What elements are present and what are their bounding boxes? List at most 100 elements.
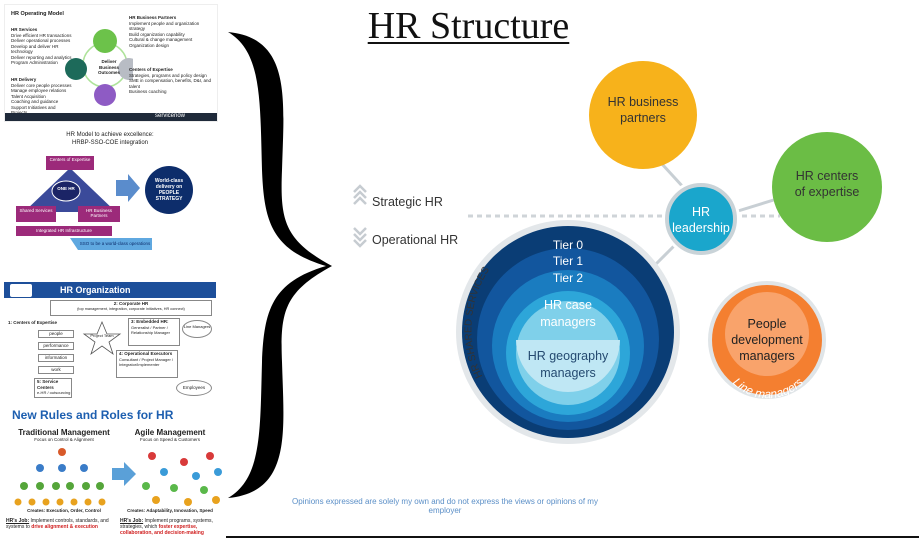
coe-item: information xyxy=(38,354,74,362)
thumbnail-excellence: HR Model to achieve excellence: HRBP-SSO… xyxy=(4,126,216,274)
project-star-icon xyxy=(82,320,122,356)
agile-sub: Focus on Speed & Customers xyxy=(139,437,201,442)
embedded-sub: Generalist / Partner / Relationship Mana… xyxy=(131,324,170,336)
traditional-job: HR's Job: Implement controls, standards,… xyxy=(6,518,114,530)
coe-circle xyxy=(772,132,882,242)
shared-label: Shared Services xyxy=(19,208,53,213)
people-dev-circle xyxy=(725,292,809,376)
embedded-box: 3: Embedded HR: Generalist / Partner / R… xyxy=(128,318,180,346)
disclaimer-text: Opinions expressed are solely my own and… xyxy=(292,497,598,515)
delivery-item: Coaching and guidance xyxy=(11,99,59,104)
corporate-label: 2: Corporate HR xyxy=(113,301,149,306)
thumb-title: New Rules and Roles for HR xyxy=(12,408,174,422)
corporate-sub: (top management, integration, corporate … xyxy=(77,306,185,311)
partners-item: Build organization capability xyxy=(129,31,185,37)
header-bar xyxy=(4,282,216,298)
leadership-label-2: leadership xyxy=(672,221,730,235)
job-emphasis: foster expertise, collaboration, and dec… xyxy=(120,524,204,536)
coe-item: Business coaching xyxy=(129,89,167,94)
bottom-divider xyxy=(226,536,919,538)
project-label: Project Team xyxy=(90,333,114,338)
coe-label-2: of expertise xyxy=(795,185,860,199)
leadership-circle xyxy=(665,183,737,255)
coe-item: performance xyxy=(38,342,74,350)
thumbnail-rules: New Rules and Roles for HR Traditional M… xyxy=(4,404,228,538)
services-item: Deliver operational processes xyxy=(11,38,71,43)
thumbnail-operating-model: HR Operating Model HR Services Drive eff… xyxy=(4,4,218,122)
coe-block: Centers of Expertise Strategies, program… xyxy=(129,67,213,95)
traditional-heading: Traditional Management xyxy=(18,428,110,437)
partners-item: Implement people and organization strate… xyxy=(129,20,200,32)
tier0-label: Tier 0 xyxy=(553,238,584,252)
services-item: Develop and deliver HR technology xyxy=(11,43,59,55)
people-dev-label-3: managers xyxy=(739,349,795,363)
one-hr-label: ONE HR xyxy=(57,186,75,191)
delivery-block: HR Delivery Deliver core people processe… xyxy=(11,77,73,116)
case-label-2: managers xyxy=(540,315,596,329)
geo-label-2: managers xyxy=(540,366,596,380)
infra-label: Integrated HR Infrastructure xyxy=(36,228,92,233)
thumb-title: HR Model to achieve excellence: xyxy=(66,132,154,138)
operational-box: 4: Operational Executors Consultant / Pr… xyxy=(116,350,178,378)
thumbnail-organization: HR Organization 2: Corporate HR (top man… xyxy=(4,282,216,400)
coe-item: work xyxy=(38,366,74,374)
strategic-label: Strategic HR xyxy=(372,195,443,209)
partners-item: Cultural & change management xyxy=(129,37,193,42)
line-managers-oval: Line Managers xyxy=(182,320,212,338)
people-dev-label-2: development xyxy=(731,333,803,347)
chevron-down-icon xyxy=(353,227,367,248)
job-text: Implement programs, systems, strategies,… xyxy=(120,518,213,530)
delivery-item: Talent Acquisition xyxy=(11,93,46,99)
operating-model-wheel xyxy=(65,29,133,106)
traditional-sub: Focus on Control & Alignment xyxy=(34,437,94,442)
operational-label: 4: Operational Executors xyxy=(119,351,173,356)
services-heading: HR Services xyxy=(11,27,38,32)
delivery-label: World-class delivery on PEOPLE STRATEGY xyxy=(154,178,184,202)
geography-half xyxy=(516,340,620,392)
coe-label-1: HR centers xyxy=(796,169,859,183)
embedded-label: 3: Embedded HR: xyxy=(131,319,169,324)
corporate-box: 2: Corporate HR (top management, integra… xyxy=(50,300,212,316)
partners-circle xyxy=(589,61,697,169)
job-emphasis: drive alignment & execution xyxy=(31,524,98,530)
curly-brace-icon xyxy=(228,32,332,498)
partners-heading: HR Business Partners xyxy=(129,15,177,20)
operational-label: Operational HR xyxy=(372,233,458,247)
people-dev-label-1: People xyxy=(748,317,787,331)
partners-label-1: HR business xyxy=(608,95,679,109)
logo-icon xyxy=(10,284,32,297)
partners-label-2: partners xyxy=(620,111,666,125)
coe-item: SME in compensation, benefits, D&I, and … xyxy=(129,78,212,89)
coe-item: people xyxy=(38,330,74,338)
operational-sub: Consultant / Project Manager / Integrato… xyxy=(119,356,174,368)
traditional-creates: Creates: Execution, Order, Control xyxy=(27,508,101,513)
delivery-item: Deliver core people processes xyxy=(11,82,72,88)
coe-label: Centers of Expertise xyxy=(49,157,91,162)
thumb-title: HR Operating Model xyxy=(11,11,64,17)
leadership-label-1: HR xyxy=(692,205,710,219)
chevron-up-icon xyxy=(353,184,367,205)
hr-structure-diagram: Strategic HR Operational HR HR business … xyxy=(353,61,882,444)
delivery-item: Manage employee relations xyxy=(11,88,67,93)
delivery-item: Support Initiatives and Projects xyxy=(11,104,56,116)
tier1-label: Tier 1 xyxy=(553,254,584,268)
partners-block: HR Business Partners Implement people an… xyxy=(129,15,213,48)
org-charts-graphic xyxy=(14,448,222,506)
services-block: HR Services Drive efficient HR transacti… xyxy=(11,27,73,66)
brand-logo: servicenow xyxy=(155,113,186,119)
agile-heading: Agile Management xyxy=(134,428,206,437)
job-prefix: HR's Job: xyxy=(120,518,144,524)
thumb-subtitle: HRBP-SSO-COE integration xyxy=(71,140,149,146)
services-item: Program Administration xyxy=(11,60,58,65)
service-sub: e-HR / outsourcing xyxy=(37,390,71,395)
excellence-graphic xyxy=(16,156,193,250)
page-title: HR Structure xyxy=(367,5,570,47)
services-item: Deliver reporting and analytics xyxy=(11,54,72,60)
service-box: 5: Service Centers e-HR / outsourcing xyxy=(34,378,72,398)
center-label: Deliver Business Outcomes xyxy=(97,59,120,75)
partners-label: HR Business Partners xyxy=(85,208,112,218)
employees-oval: Employees xyxy=(176,380,212,396)
thumb-title: HR Organization xyxy=(60,285,131,295)
delivery-heading: HR Delivery xyxy=(11,77,37,82)
job-text: Implement controls, standards, and syste… xyxy=(6,518,109,530)
